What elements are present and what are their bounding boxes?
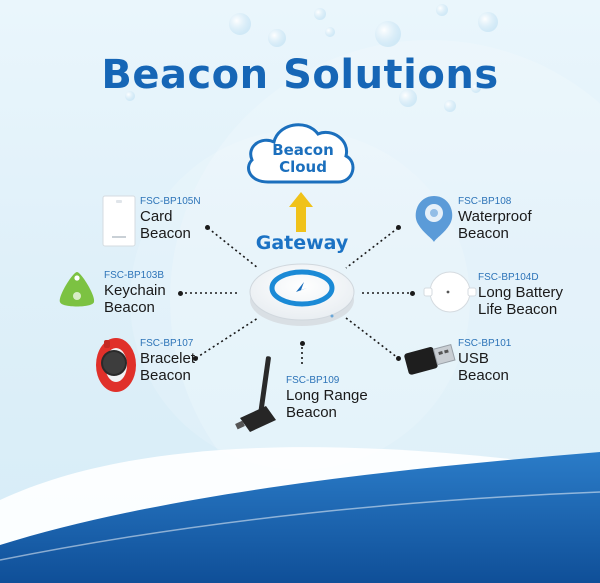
device-long-battery-beacon: FSC-BP104D Long Battery Life Beacon (478, 272, 563, 318)
usb-beacon-image (404, 343, 456, 375)
device-name-line-2: Beacon (458, 367, 509, 384)
long-battery-beacon-image (423, 271, 477, 313)
device-keychain-beacon: FSC-BP103B Keychain Beacon (104, 270, 166, 316)
cloud-line-1: Beacon (272, 141, 334, 159)
connector-dot (396, 225, 401, 230)
device-name-line-1: Long Range (286, 387, 368, 404)
connector-dot (396, 356, 401, 361)
card-beacon-image (102, 195, 136, 247)
device-name-line-2: Beacon (286, 404, 337, 421)
bracelet-beacon-image (96, 338, 136, 392)
bubble (125, 91, 135, 101)
cloud-icon (247, 123, 355, 184)
waterproof-beacon-image (415, 196, 453, 242)
device-code: FSC-BP103B (104, 270, 165, 281)
bubble (268, 29, 286, 47)
device-code: FSC-BP109 (286, 375, 340, 386)
bubble (478, 12, 498, 32)
beacon-cloud: Beacon Cloud (248, 112, 358, 190)
device-bracelet-beacon: FSC-BP107 Bracelet Beacon (140, 338, 195, 384)
bubble (436, 4, 448, 16)
connector-dot (205, 225, 210, 230)
device-code: FSC-BP101 (458, 338, 512, 349)
device-waterproof-beacon: FSC-BP108 Waterproof Beacon (458, 196, 532, 242)
device-name-line-1: Bracelet (140, 350, 196, 367)
bubble (471, 83, 481, 93)
cloud-line-2: Cloud (279, 158, 327, 176)
long-range-beacon-image (235, 356, 276, 432)
bubble (325, 27, 335, 37)
device-name-line-1: Waterproof (458, 208, 532, 225)
device-name-line-2: Beacon (458, 225, 509, 242)
cloud-label: Beacon Cloud (248, 142, 358, 176)
device-name-line-1: Card (140, 208, 173, 225)
device-name-line-2: Beacon (140, 225, 191, 242)
device-name-line-1: Long Battery (478, 284, 564, 301)
arrow-up-icon (289, 192, 313, 232)
bubble (229, 13, 251, 35)
device-long-range-beacon: FSC-BP109 Long Range Beacon (286, 375, 368, 421)
device-name-line-2: Beacon (104, 299, 155, 316)
device-code: FSC-BP105N (140, 196, 201, 207)
bubble (444, 100, 456, 112)
device-name-line-2: Beacon (140, 367, 191, 384)
wave-line (0, 491, 600, 561)
bubble (375, 21, 401, 47)
gateway-label: Gateway (255, 232, 349, 254)
device-code: FSC-BP107 (140, 338, 194, 349)
connector-dot (300, 341, 305, 346)
keychain-beacon-image (59, 272, 95, 307)
connection-lines (180, 227, 412, 364)
connector-dot (410, 291, 415, 296)
device-name-line-2: Life Beacon (478, 301, 558, 318)
page-title: Beacon Solutions (101, 52, 499, 98)
bubble (314, 8, 326, 20)
device-name-line-1: USB (458, 350, 489, 367)
device-code: FSC-BP108 (458, 196, 512, 207)
device-name-line-1: Keychain (104, 282, 166, 299)
device-code: FSC-BP104D (478, 272, 539, 283)
bubble (399, 89, 417, 107)
connector-dot (178, 291, 183, 296)
connector-dot (193, 356, 198, 361)
gateway-device (249, 263, 355, 326)
footer-wave (0, 452, 600, 583)
device-card-beacon: FSC-BP105N Card Beacon (140, 196, 201, 242)
device-usb-beacon: FSC-BP101 USB Beacon (458, 338, 511, 384)
